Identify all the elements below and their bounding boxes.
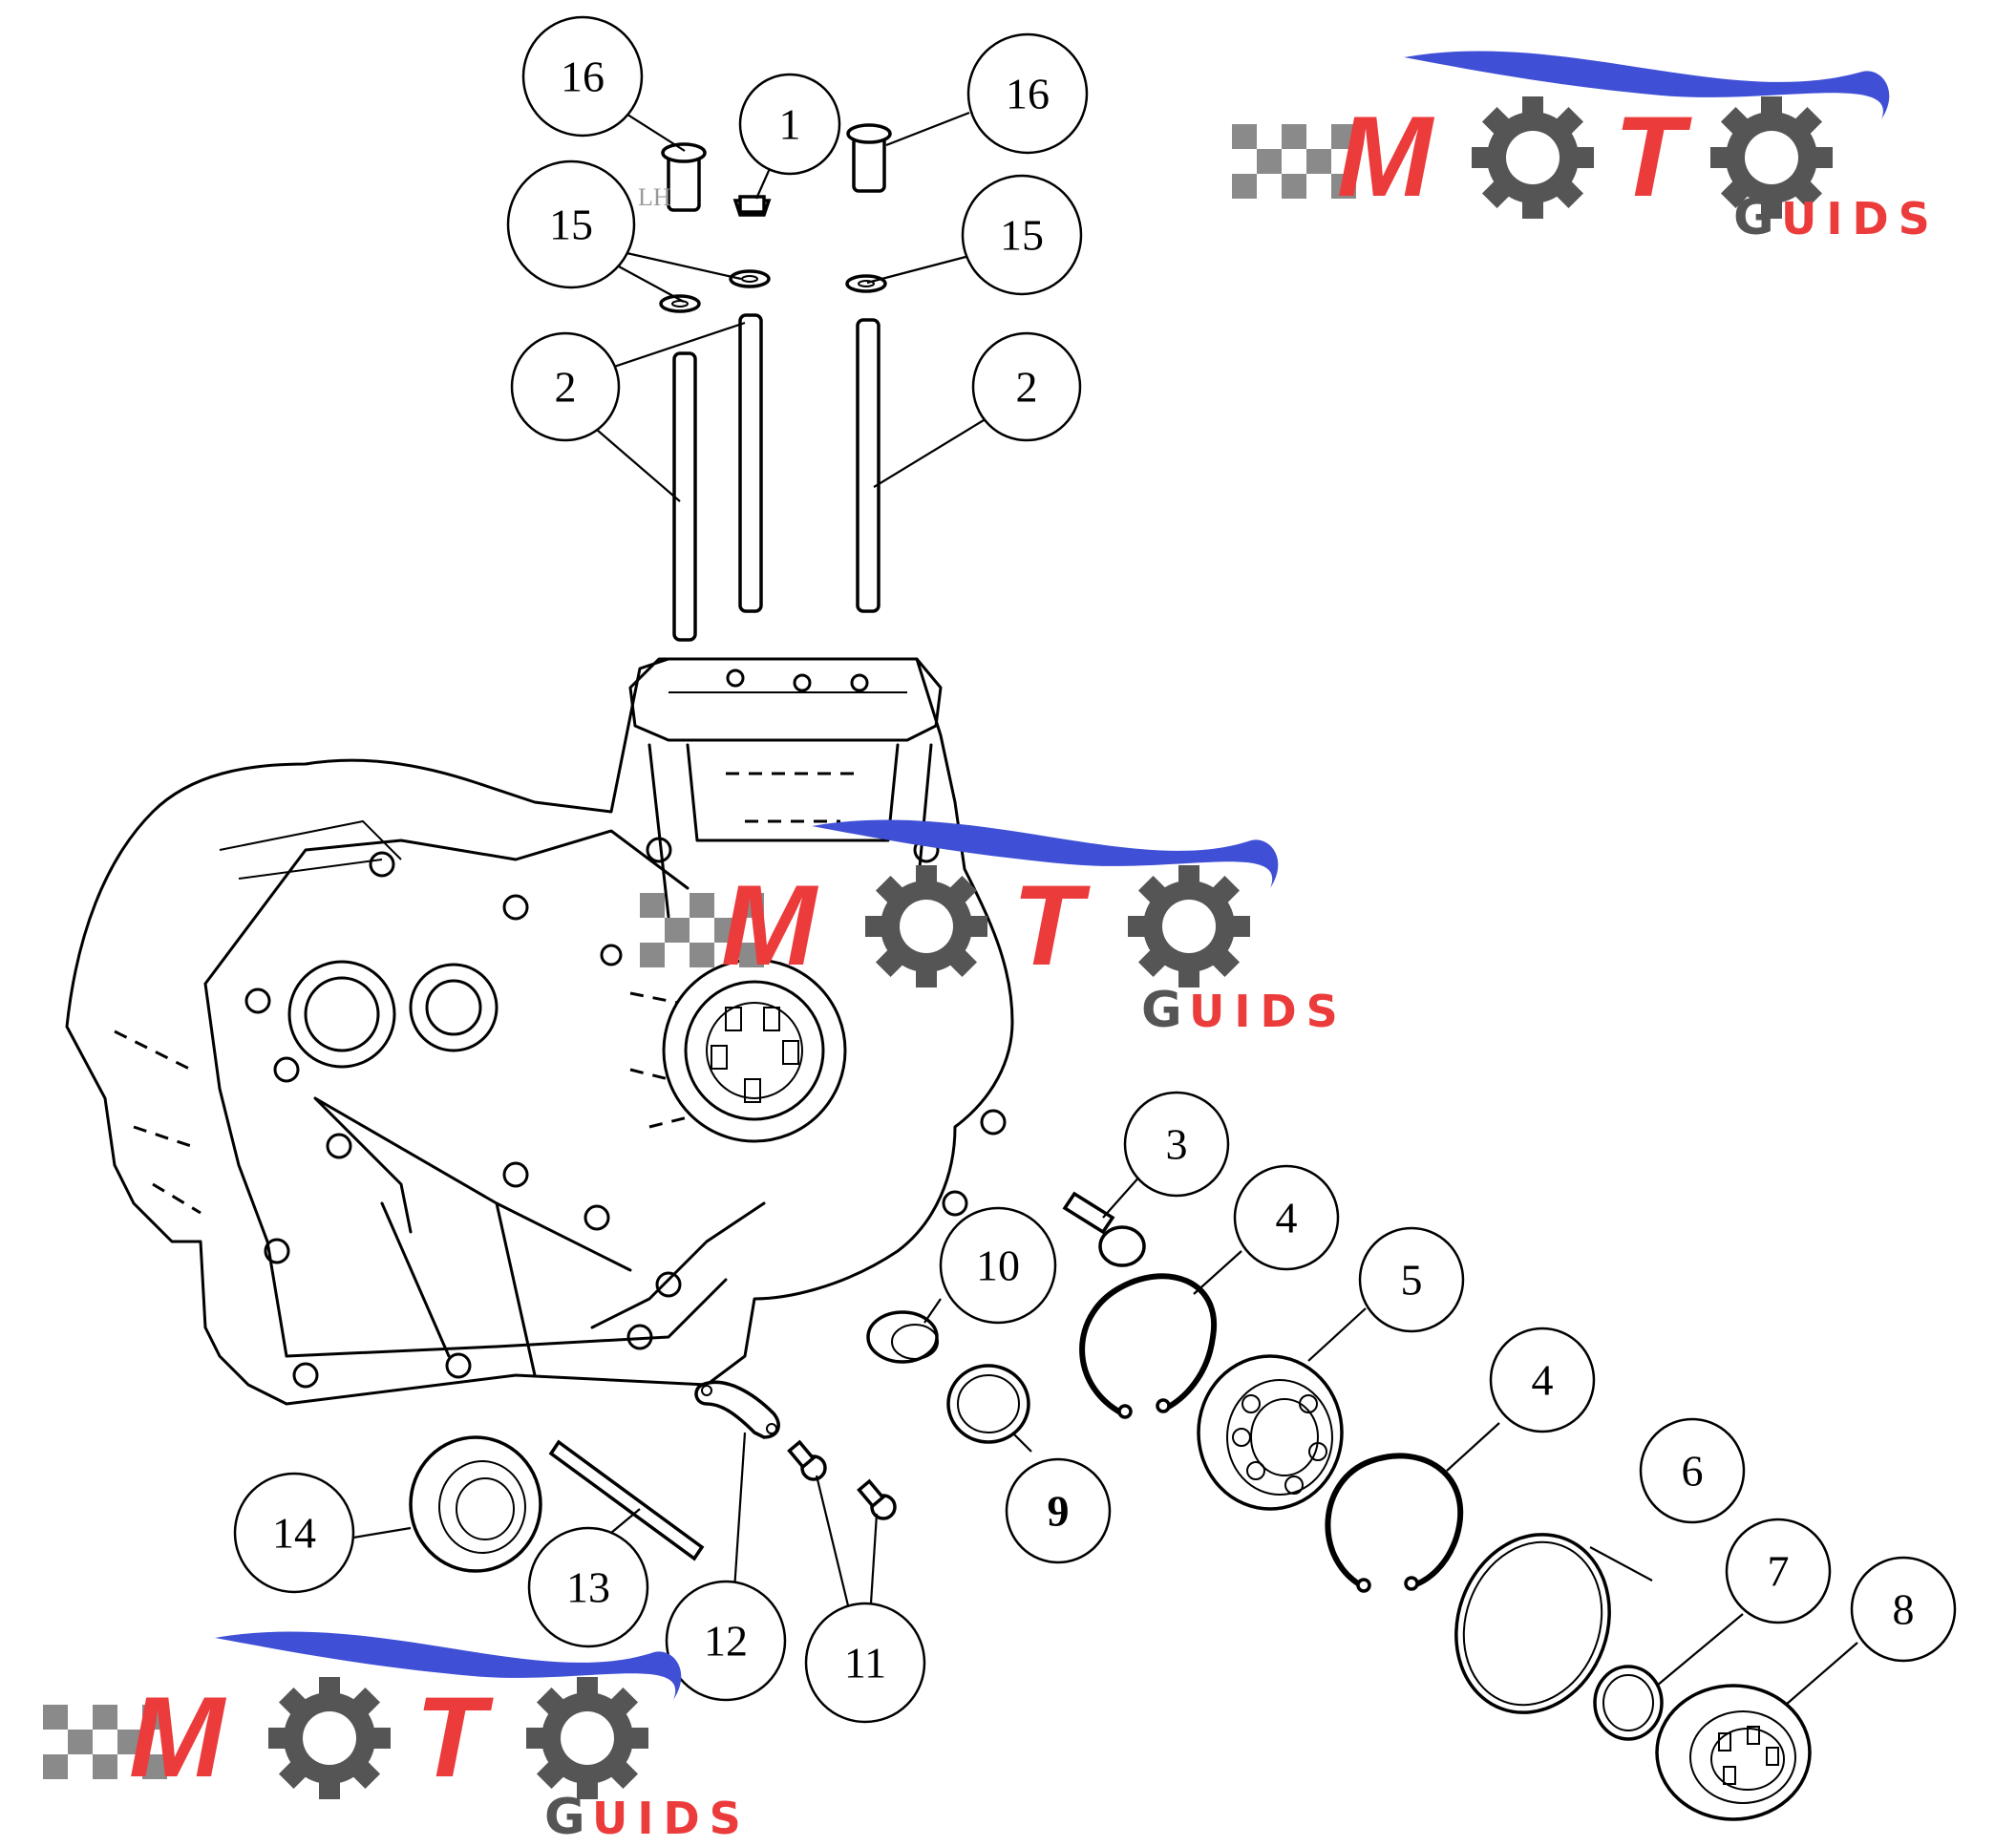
callout-label: 3	[1166, 1120, 1188, 1169]
small-seal	[1593, 1665, 1664, 1741]
callout-8: 8	[1850, 1556, 1957, 1663]
cylinder-stud-center	[738, 313, 763, 613]
watermark-t: T	[1614, 93, 1692, 221]
callout-label: 9	[1048, 1487, 1070, 1536]
callout-label: 10	[976, 1242, 1020, 1290]
callout-7: 7	[1725, 1518, 1832, 1624]
watermark-g: G	[544, 1789, 585, 1846]
callout-label: 11	[844, 1639, 886, 1688]
callout-6: 6	[1639, 1417, 1746, 1524]
retaining-ring-outer	[1079, 1273, 1218, 1419]
watermark-t: T	[1012, 861, 1091, 989]
callout-label: 13	[566, 1563, 610, 1612]
callout-14: 14	[233, 1472, 355, 1594]
callout-label: 2	[555, 363, 577, 412]
callout-12: 12	[665, 1580, 787, 1702]
cylinder-stud-right	[856, 318, 881, 613]
bracket-clip	[694, 1380, 780, 1439]
watermark-m: M	[1337, 93, 1435, 221]
crankcase-half	[65, 657, 1014, 1406]
callout-label: 1	[779, 100, 801, 149]
callout-5: 5	[1358, 1226, 1465, 1333]
watermark-m: M	[129, 1673, 227, 1801]
callout-2-left: 2	[510, 331, 621, 442]
callout-label: 12	[704, 1617, 748, 1666]
o-ring-small	[946, 1364, 1030, 1444]
main-ball-bearing	[1197, 1354, 1344, 1511]
watermark-g: G	[1141, 982, 1182, 1039]
watermark-t: T	[415, 1673, 494, 1801]
flange-nut	[732, 195, 772, 217]
callout-label: 4	[1532, 1356, 1554, 1405]
side-marker: LH	[638, 183, 671, 211]
watermark-subtitle: UIDS	[592, 1793, 751, 1844]
callout-label: 5	[1401, 1256, 1423, 1305]
callout-label: 15	[1000, 211, 1044, 260]
callout-13: 13	[527, 1526, 649, 1648]
watermark-g: G	[1733, 189, 1774, 246]
oil-seal	[409, 1435, 542, 1573]
callout-label: 8	[1893, 1585, 1915, 1634]
callout-label: 4	[1276, 1194, 1298, 1242]
callout-3: 3	[1123, 1091, 1230, 1198]
watermark-logo-center: M T G UIDS	[640, 819, 1348, 1039]
callout-16-left: 16	[521, 15, 644, 138]
washer-left	[659, 294, 701, 313]
watermark-subtitle: UIDS	[1781, 193, 1940, 244]
roller-bearing	[1655, 1684, 1812, 1821]
callout-label: 2	[1016, 363, 1038, 412]
callout-2-right: 2	[971, 331, 1082, 442]
callout-label: 7	[1768, 1547, 1790, 1596]
dowel-sleeve-left	[661, 142, 707, 212]
long-pin	[548, 1439, 705, 1561]
callout-16-right: 16	[966, 32, 1089, 155]
washer-center	[729, 269, 771, 288]
callout-9: 9	[1005, 1457, 1112, 1564]
callout-label: 6	[1682, 1447, 1704, 1496]
callout-label: 15	[549, 201, 593, 249]
needle-bearing	[866, 1310, 939, 1364]
callout-10: 10	[939, 1206, 1057, 1325]
screw-a	[787, 1439, 827, 1481]
callout-1: 1	[738, 73, 841, 176]
cylinder-stud-left	[672, 351, 697, 642]
large-o-ring	[1454, 1533, 1611, 1714]
watermark-logo-bottom: M T G UIDS	[43, 1631, 751, 1846]
callout-15-left: 15	[506, 159, 636, 289]
callout-15-right: 15	[961, 174, 1083, 296]
watermark-logo-top: M T G UIDS	[1232, 51, 1940, 246]
callout-label: 16	[1006, 70, 1050, 118]
pivot-pin	[1062, 1191, 1146, 1267]
watermark-m: M	[721, 861, 819, 989]
washer-right	[845, 274, 887, 293]
retaining-ring-inner	[1325, 1453, 1464, 1593]
callout-4-lower: 4	[1489, 1327, 1596, 1433]
callout-label: 14	[272, 1509, 316, 1558]
callout-label: 16	[561, 53, 605, 101]
watermark-subtitle: UIDS	[1189, 986, 1348, 1037]
callout-4-upper: 4	[1233, 1164, 1340, 1271]
dowel-sleeve-right	[846, 123, 892, 193]
screw-b	[857, 1478, 897, 1520]
callout-11: 11	[804, 1602, 926, 1724]
